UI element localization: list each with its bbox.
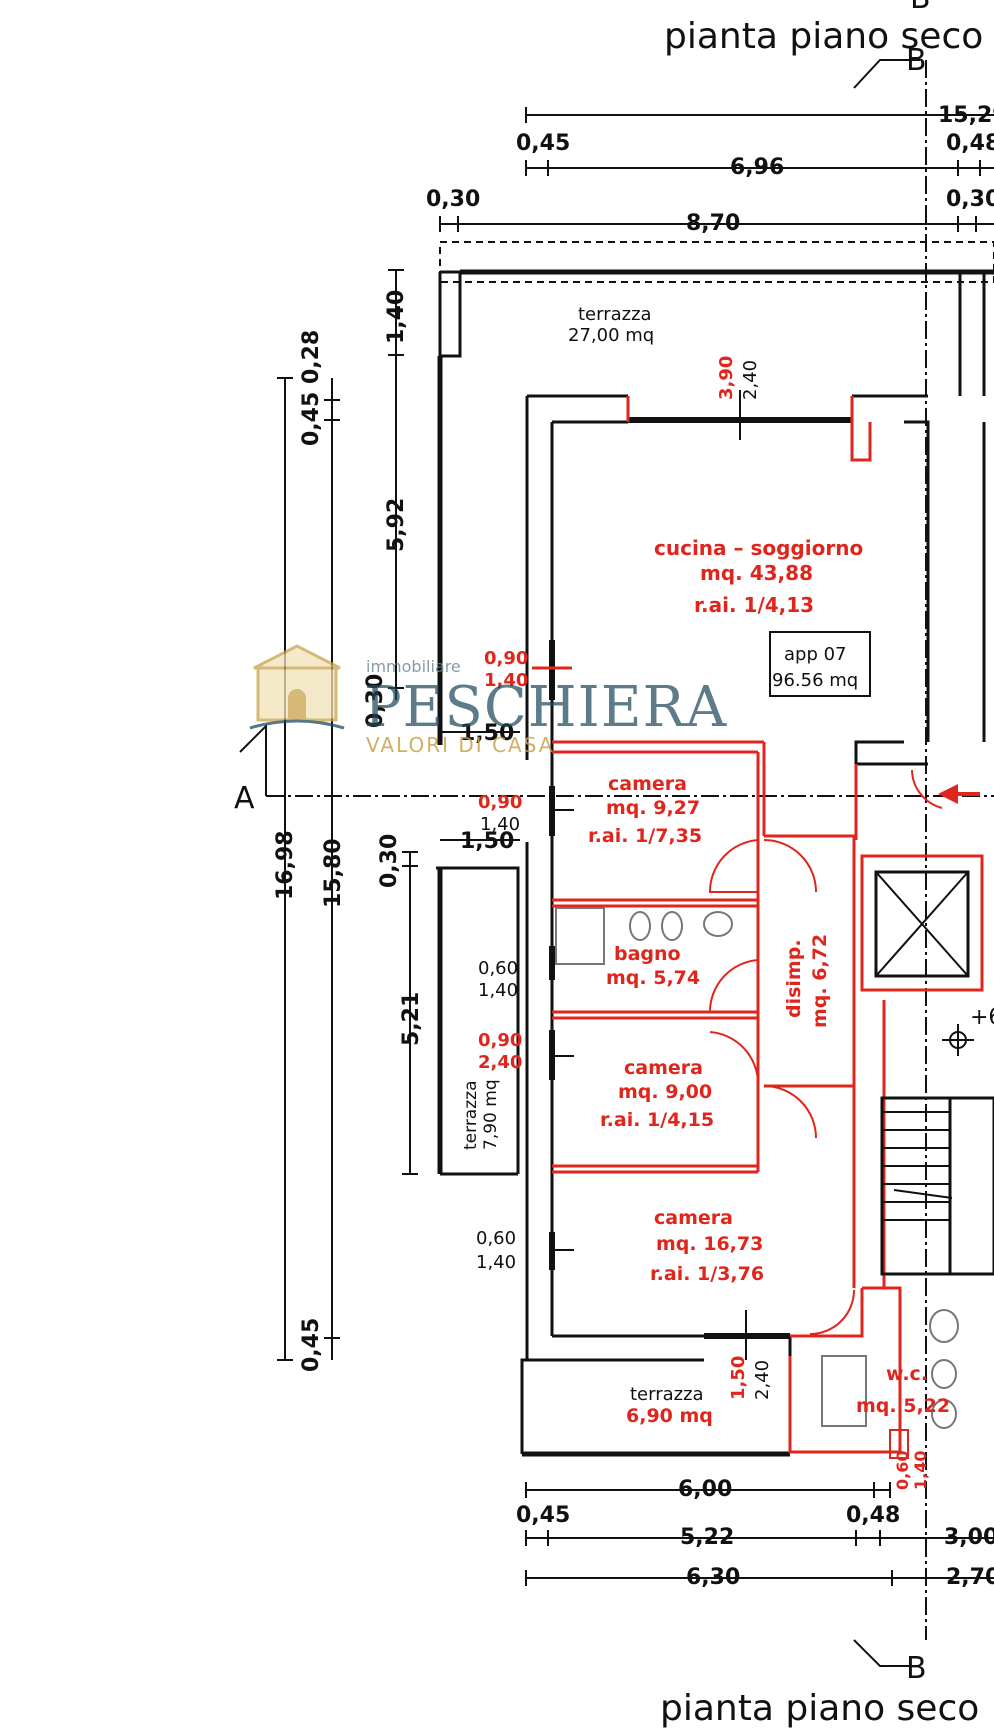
win-bath-1: 0,60 <box>478 958 518 979</box>
entry-arrow-icon <box>938 784 958 804</box>
terrace-top-area: 27,00 mq <box>568 325 654 346</box>
dim-outer-left: 0,30 <box>426 187 480 212</box>
win-cam1-red: 0,90 <box>478 792 522 813</box>
camera3-name: camera <box>654 1207 733 1229</box>
dim-kitchen-depth: 5,92 <box>384 498 409 552</box>
section-arrow-b-bottom <box>853 1639 920 1667</box>
watermark: immobiliare PESCHIERA VALORI DI CASA <box>249 644 727 757</box>
plan-title-bottom: pianta piano seco <box>660 1688 979 1729</box>
watermark-top: immobiliare <box>366 657 461 676</box>
camera1-area: mq. 9,27 <box>606 797 700 819</box>
staircase <box>880 1096 994 1276</box>
dim-overall-depth: 16,98 <box>273 830 298 900</box>
section-arrow-a <box>239 723 267 796</box>
dim-bottom-left-offset: 0,45 <box>516 1503 570 1528</box>
win-cam3-1: 0,60 <box>476 1228 516 1249</box>
win-bottom-red: 1,50 <box>728 1356 749 1400</box>
roof-outline <box>439 241 994 283</box>
camera3-ratio: r.ai. 1/3,76 <box>650 1263 764 1285</box>
dim-bedrooms-depth: 5,21 <box>399 992 424 1046</box>
win-top-black: 2,40 <box>740 360 761 400</box>
section-mark-b-mid: B <box>906 43 927 78</box>
dim-bottom-outer-right: 2,70 <box>946 1565 994 1590</box>
bagno-name: bagno <box>614 943 681 965</box>
dim-outer-span: 8,70 <box>686 211 740 236</box>
win-wc-red: 0,60 <box>893 1451 912 1490</box>
disimp-name: disimp. <box>783 939 805 1018</box>
wc-area: mq. 5,22 <box>856 1395 950 1417</box>
dim-terrace-depth: 1,40 <box>384 290 409 344</box>
kitchen-ratio: r.ai. 1/4,13 <box>694 593 814 617</box>
section-mark-a: A <box>234 781 255 816</box>
dim-bottom-right-offset: 0,48 <box>846 1503 900 1528</box>
bagno-area: mq. 5,74 <box>606 967 700 989</box>
door-arcs <box>708 769 943 1335</box>
dim-bottom-right-span: 3,00 <box>944 1525 994 1550</box>
dim-gap-mid: 0,30 <box>377 834 402 888</box>
section-mark-b-bottom: B <box>906 1651 927 1686</box>
camera1-name: camera <box>608 773 687 795</box>
level-marker-icon <box>942 1024 974 1056</box>
dim-top-left-offset: 0,45 <box>516 131 570 156</box>
win-cam3-2: 1,40 <box>476 1252 516 1273</box>
terrace-side-area: 7,90 mq <box>481 1079 501 1150</box>
win-cam2-red-2: 2,40 <box>478 1052 522 1073</box>
watermark-house-icon <box>249 644 345 730</box>
interior-partitions <box>552 396 902 1454</box>
dim-bottom-outer-span: 6,30 <box>686 1565 740 1590</box>
level-mark: +6 <box>970 1005 994 1030</box>
win-cam2-red-1: 0,90 <box>478 1030 522 1051</box>
win-kitchen-red-2: 1,40 <box>484 670 528 691</box>
camera2-ratio: r.ai. 1/4,15 <box>600 1109 714 1131</box>
camera2-name: camera <box>624 1057 703 1079</box>
section-arrow-b-top <box>853 59 920 89</box>
kitchen-area: mq. 43,88 <box>700 561 813 585</box>
dim-total-width: 15,29 <box>938 103 994 128</box>
wc-name: w.c. <box>886 1363 928 1385</box>
dim-gap-top: 0,30 <box>363 674 388 728</box>
section-mark-b-top: B <box>910 0 931 16</box>
terrace-side-name: terrazza <box>461 1081 481 1151</box>
dim-recess-1: 1,50 <box>460 721 514 746</box>
apartment-name: app 07 <box>784 644 847 665</box>
apartment-area: 96.56 mq <box>772 670 858 691</box>
terrace-top-name: terrazza <box>578 304 652 325</box>
dim-inner-depth: 15,80 <box>321 838 346 908</box>
bottom-dimension-chain: 6,00 0,45 0,48 5,22 3,00 6,30 2,70 <box>516 1477 994 1590</box>
win-cam1-black: 1,40 <box>480 814 520 835</box>
left-dimension-chain: 16,98 15,80 0,45 0,28 0,45 1,40 5,92 0,3… <box>273 269 520 1372</box>
terrace-bottom-name: terrazza <box>630 1384 704 1405</box>
dim-outer-right: 0,30 <box>946 187 994 212</box>
watermark-sub: VALORI DI CASA <box>366 733 554 757</box>
top-dimension-chain: 15,29 0,45 6,96 0,48 0,30 8,70 0,30 <box>426 103 994 236</box>
disimp-area: mq. 6,72 <box>809 934 831 1028</box>
window-marks <box>532 390 909 1459</box>
plan-title-top: pianta piano seco <box>664 16 983 57</box>
apartment-tag <box>769 631 871 697</box>
bathroom-fixtures <box>555 907 959 1429</box>
win-top-red: 3,90 <box>716 356 737 400</box>
elevator-shaft <box>860 854 984 992</box>
win-kitchen-red-1: 0,90 <box>484 648 528 669</box>
win-bath-2: 1,40 <box>478 980 518 1001</box>
dim-bottom-mid-span: 5,22 <box>680 1525 734 1550</box>
dim-bottom-offset: 0,45 <box>299 1318 324 1372</box>
watermark-name: PESCHIERA <box>364 675 727 740</box>
win-bottom-black: 2,40 <box>752 1360 773 1400</box>
dim-top-pair: 0,45 0,28 <box>299 330 324 446</box>
camera2-area: mq. 9,00 <box>618 1081 712 1103</box>
terrace-bottom-area: 6,90 mq <box>626 1405 713 1427</box>
camera1-ratio: r.ai. 1/7,35 <box>588 825 702 847</box>
dim-recess-2: 1,50 <box>460 829 514 854</box>
camera3-area: mq. 16,73 <box>656 1233 763 1255</box>
kitchen-name: cucina – soggiorno <box>654 536 863 560</box>
dim-top-right-offset: 0,48 <box>946 131 994 156</box>
win-wc-red-2: 1,40 <box>911 1451 930 1490</box>
dim-bottom-span: 6,00 <box>678 1477 732 1502</box>
outer-walls <box>436 269 994 1457</box>
dim-top-span: 6,96 <box>730 155 784 180</box>
